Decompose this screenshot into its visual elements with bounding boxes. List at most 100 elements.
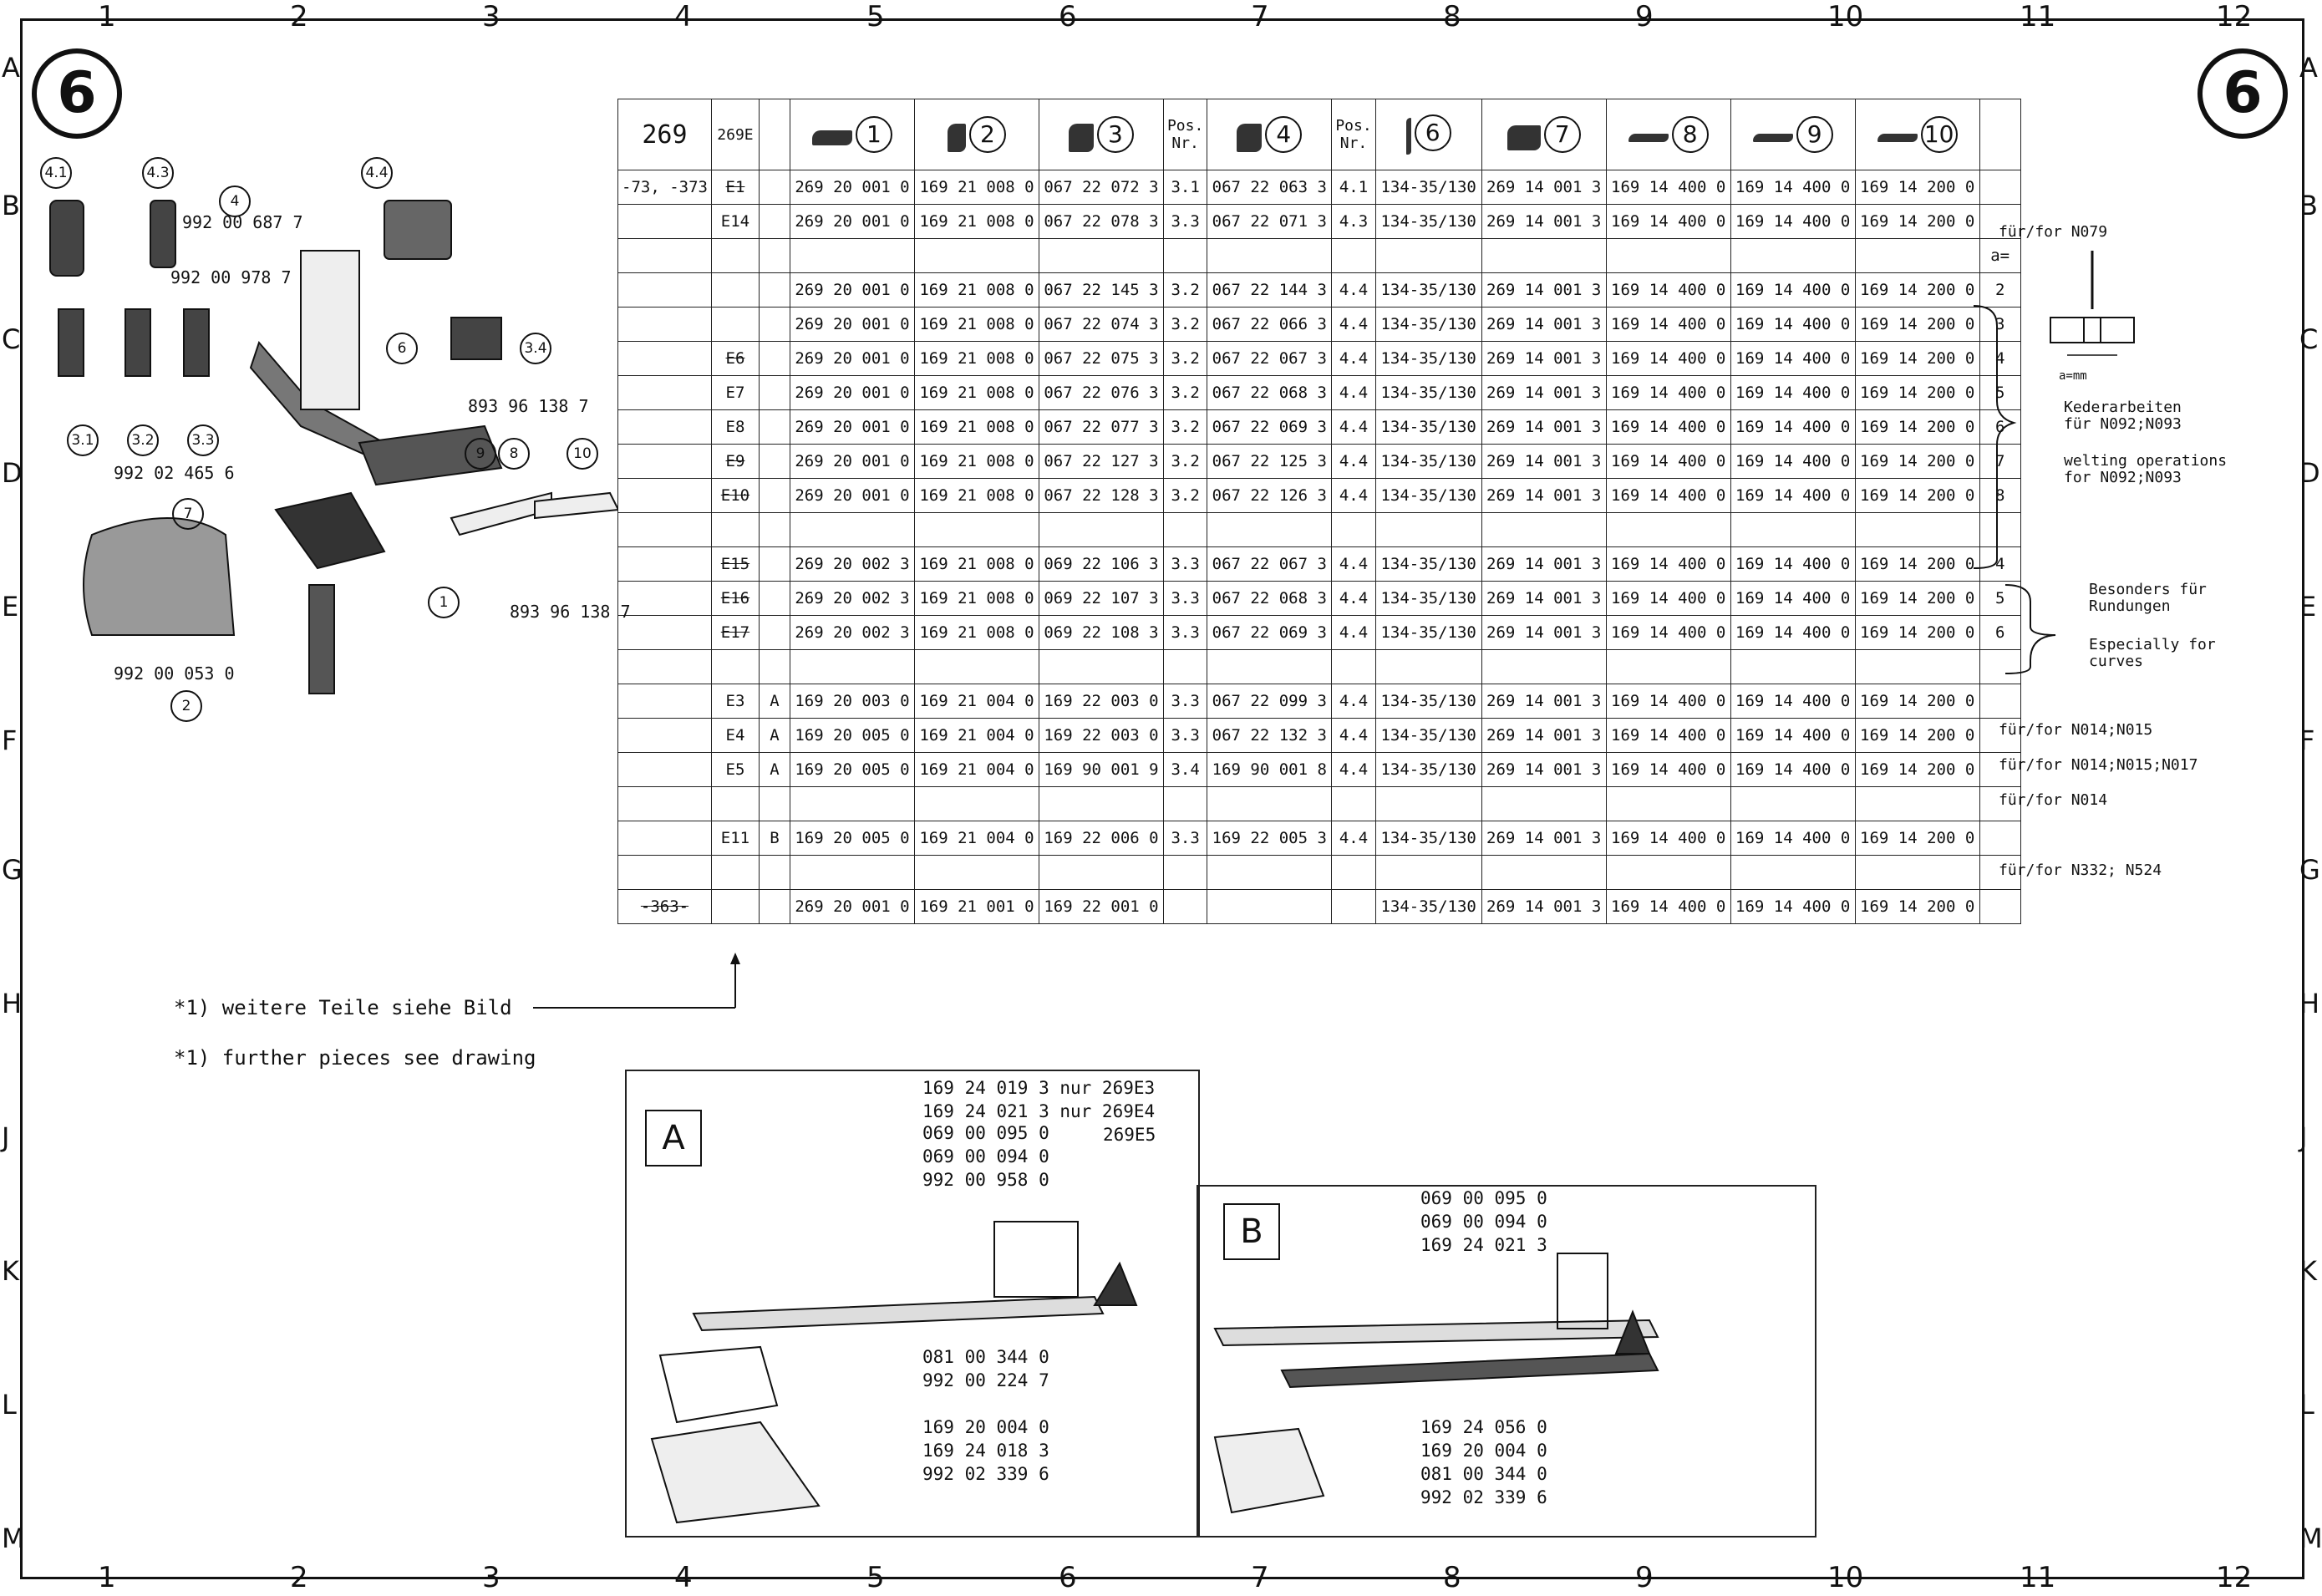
cell-c6 <box>1374 786 1482 821</box>
note-n332: für/for N332; N524 <box>1999 862 2162 879</box>
cell-c3: 069 22 106 3 <box>1038 546 1164 582</box>
row-letter: H <box>2299 988 2320 1019</box>
cell-c7: 269 14 001 3 <box>1481 375 1607 410</box>
cell-c7: 269 14 001 3 <box>1481 341 1607 376</box>
cell-c4: 169 90 001 8 <box>1207 752 1333 787</box>
cell-c9: 169 14 400 0 <box>1730 684 1856 719</box>
inset-b-part-6: 081 00 344 0 <box>1420 1464 1547 1484</box>
cell-c9: 169 14 400 0 <box>1730 307 1856 342</box>
cell-m <box>617 684 712 719</box>
cell-c1 <box>789 786 915 821</box>
note-n014: für/for N014 <box>1999 791 2108 809</box>
cell-c3: 067 22 145 3 <box>1038 272 1164 308</box>
row-letter: B <box>2 190 20 221</box>
cell-p2 <box>1331 649 1376 684</box>
cell-p1: 3.3 <box>1162 684 1208 719</box>
cell-t <box>758 444 790 479</box>
cell-c4: 067 22 144 3 <box>1207 272 1333 308</box>
cell-c3: 169 90 001 9 <box>1038 752 1164 787</box>
cell-c8: 169 14 400 0 <box>1605 444 1731 479</box>
col8-header: 8 <box>1605 99 1731 170</box>
cell-c6: 134-35/130 <box>1374 581 1482 616</box>
cell-c9: 169 14 400 0 <box>1730 821 1856 856</box>
cell-c7: 269 14 001 3 <box>1481 272 1607 308</box>
feed-dog-icon <box>1752 134 1793 142</box>
cell-c9: 169 14 400 0 <box>1730 204 1856 239</box>
cell-c10: 169 14 200 0 <box>1854 615 1980 650</box>
column-number: 12 <box>2216 1561 2253 1594</box>
cell-c4 <box>1207 238 1333 273</box>
row-letter: A <box>2 52 20 84</box>
cell-a: 6 <box>1979 409 2021 445</box>
callout-10: 10 <box>567 438 598 470</box>
table-row: a= <box>617 238 2021 273</box>
cell-t: B <box>758 821 790 856</box>
cell-c4 <box>1207 889 1333 924</box>
cell-c9: 169 14 400 0 <box>1730 889 1856 924</box>
cell-c10: 169 14 200 0 <box>1854 375 1980 410</box>
column-number: 8 <box>1443 0 1461 33</box>
cell-c2: 169 21 004 0 <box>913 752 1039 787</box>
cell-p2 <box>1331 786 1376 821</box>
cell-v: E4 <box>710 718 760 753</box>
column-number: 1 <box>98 1561 116 1594</box>
cell-v: E5 <box>710 752 760 787</box>
inset-a-part-11: 992 02 339 6 <box>922 1464 1049 1484</box>
inset-b-part-1: 069 00 095 0 <box>1420 1188 1547 1208</box>
cell-c8: 169 14 400 0 <box>1605 170 1731 205</box>
cell-c1 <box>789 649 915 684</box>
cell-p1: 3.3 <box>1162 546 1208 582</box>
cell-c10: 169 14 200 0 <box>1854 752 1980 787</box>
cell-t: A <box>758 752 790 787</box>
cell-c10 <box>1854 238 1980 273</box>
cell-c8: 169 14 400 0 <box>1605 581 1731 616</box>
cell-c7: 269 14 001 3 <box>1481 889 1607 924</box>
row-letter: D <box>2 457 23 489</box>
a-dimension-figure <box>2050 251 2135 356</box>
cell-c7 <box>1481 786 1607 821</box>
cell-c6: 134-35/130 <box>1374 718 1482 753</box>
col9-header: 9 <box>1730 99 1856 170</box>
col3-header: 3 <box>1038 99 1164 170</box>
cell-c7: 269 14 001 3 <box>1481 581 1607 616</box>
callout-6: 6 <box>386 333 418 364</box>
table-row <box>617 512 2021 547</box>
inset-a: A <box>625 1070 1200 1538</box>
cell-c1 <box>789 512 915 547</box>
inset-a-part-1: 169 24 019 3 nur 269E3 <box>922 1078 1156 1098</box>
cell-c3 <box>1038 238 1164 273</box>
cell-c9: 169 14 400 0 <box>1730 752 1856 787</box>
inset-b: B <box>1197 1185 1816 1538</box>
cell-c2: 169 21 008 0 <box>913 204 1039 239</box>
cell-t <box>758 889 790 924</box>
cell-m <box>617 581 712 616</box>
cell-v: E17 <box>710 615 760 650</box>
cell-c6: 134-35/130 <box>1374 684 1482 719</box>
cell-c8: 169 14 400 0 <box>1605 341 1731 376</box>
cell-a <box>1979 786 2021 821</box>
column-number: 1 <box>98 0 116 33</box>
cell-c7: 269 14 001 3 <box>1481 444 1607 479</box>
column-number: 4 <box>674 1561 693 1594</box>
cell-m <box>617 615 712 650</box>
cell-c9: 169 14 400 0 <box>1730 341 1856 376</box>
cell-m <box>617 786 712 821</box>
parts-table: 269 269E 1 2 3 Pos. Nr. 4 Pos. Nr. 6 7 8… <box>617 99 2021 924</box>
cell-c1: 169 20 005 0 <box>789 821 915 856</box>
cell-c3 <box>1038 786 1164 821</box>
cell-t <box>758 307 790 342</box>
cell-c10: 169 14 200 0 <box>1854 684 1980 719</box>
row-letter: G <box>2299 854 2320 886</box>
callout-4-3: 4.3 <box>142 157 174 189</box>
cell-c2: 169 21 001 0 <box>913 889 1039 924</box>
cell-c10: 169 14 200 0 <box>1854 444 1980 479</box>
cell-c10: 169 14 200 0 <box>1854 718 1980 753</box>
cell-p1: 3.2 <box>1162 478 1208 513</box>
cell-c8: 169 14 400 0 <box>1605 821 1731 856</box>
cell-c8 <box>1605 238 1731 273</box>
cell-p1: 3.2 <box>1162 341 1208 376</box>
note-keder-en: welting operations for N092;N093 <box>2064 452 2228 486</box>
